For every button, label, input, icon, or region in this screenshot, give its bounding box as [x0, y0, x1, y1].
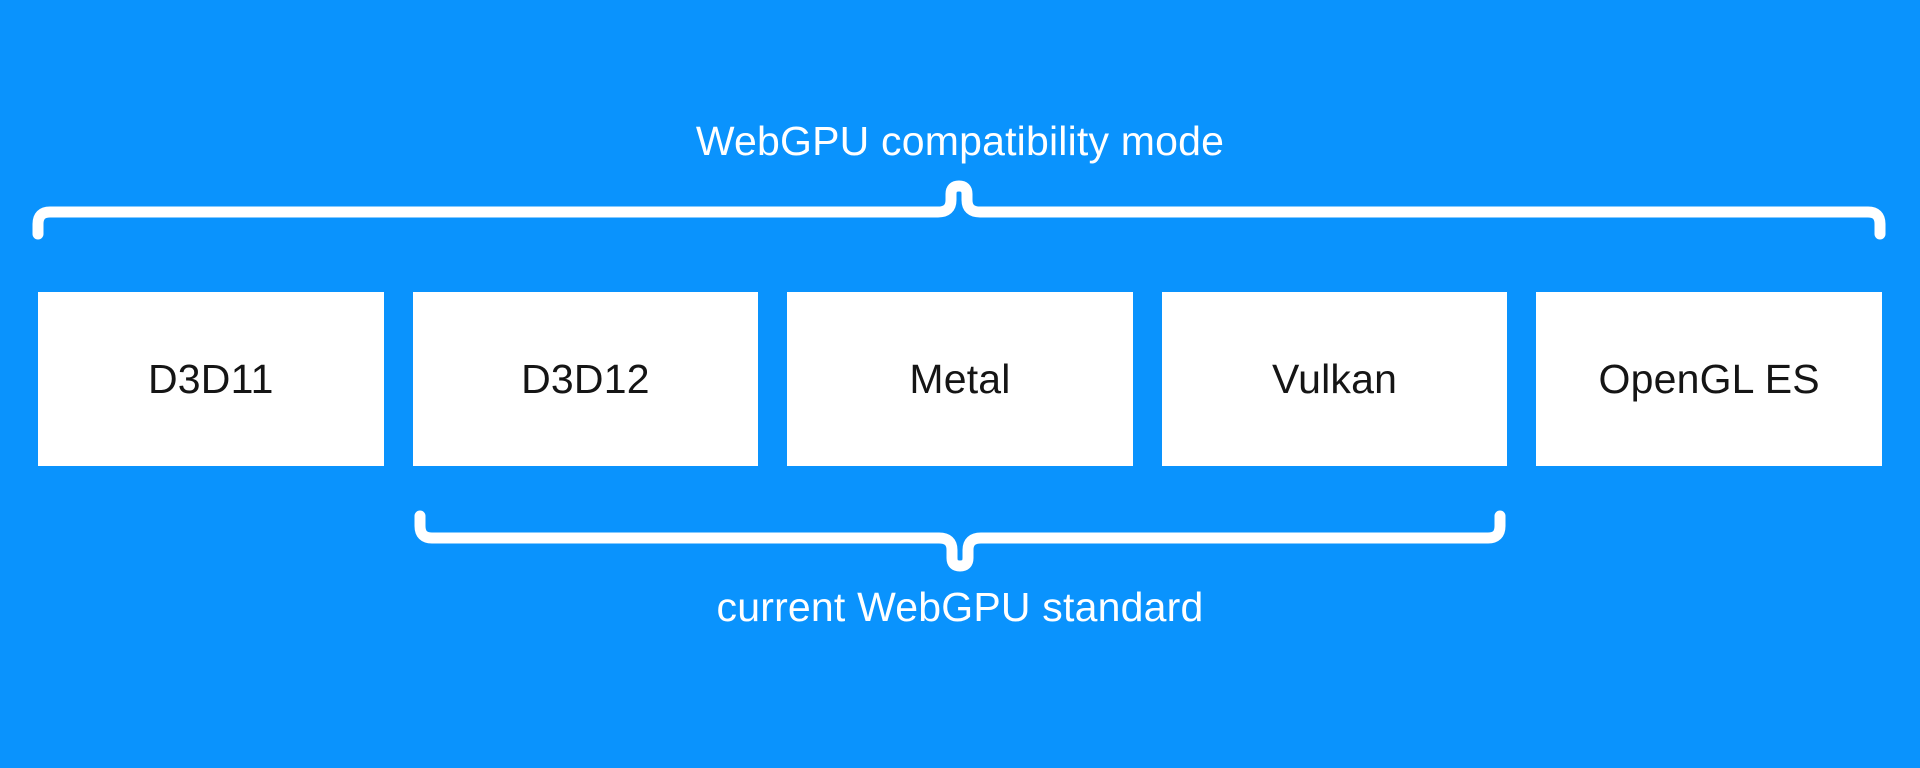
bottom-curly-brace-icon: [414, 510, 1506, 572]
bottom-bracket-label: current WebGPU standard: [716, 584, 1204, 630]
api-box-d3d11: D3D11: [38, 292, 384, 466]
api-box-label: OpenGL ES: [1598, 355, 1820, 402]
api-box-vulkan: Vulkan: [1161, 292, 1508, 466]
api-box-opengl-es: OpenGL ES: [1536, 292, 1882, 466]
api-box-label: Metal: [909, 355, 1011, 402]
api-box-label: D3D11: [148, 355, 274, 402]
top-bracket-label: WebGPU compatibility mode: [695, 118, 1225, 164]
api-box-label: Vulkan: [1272, 355, 1398, 402]
api-box-metal: Metal: [787, 292, 1133, 466]
api-box-d3d12: D3D12: [412, 292, 759, 466]
top-curly-brace-icon: [32, 180, 1886, 240]
api-box-label: D3D12: [521, 355, 650, 402]
graphics-api-box-row: D3D11 D3D12 Metal Vulkan OpenGL ES: [38, 292, 1882, 466]
